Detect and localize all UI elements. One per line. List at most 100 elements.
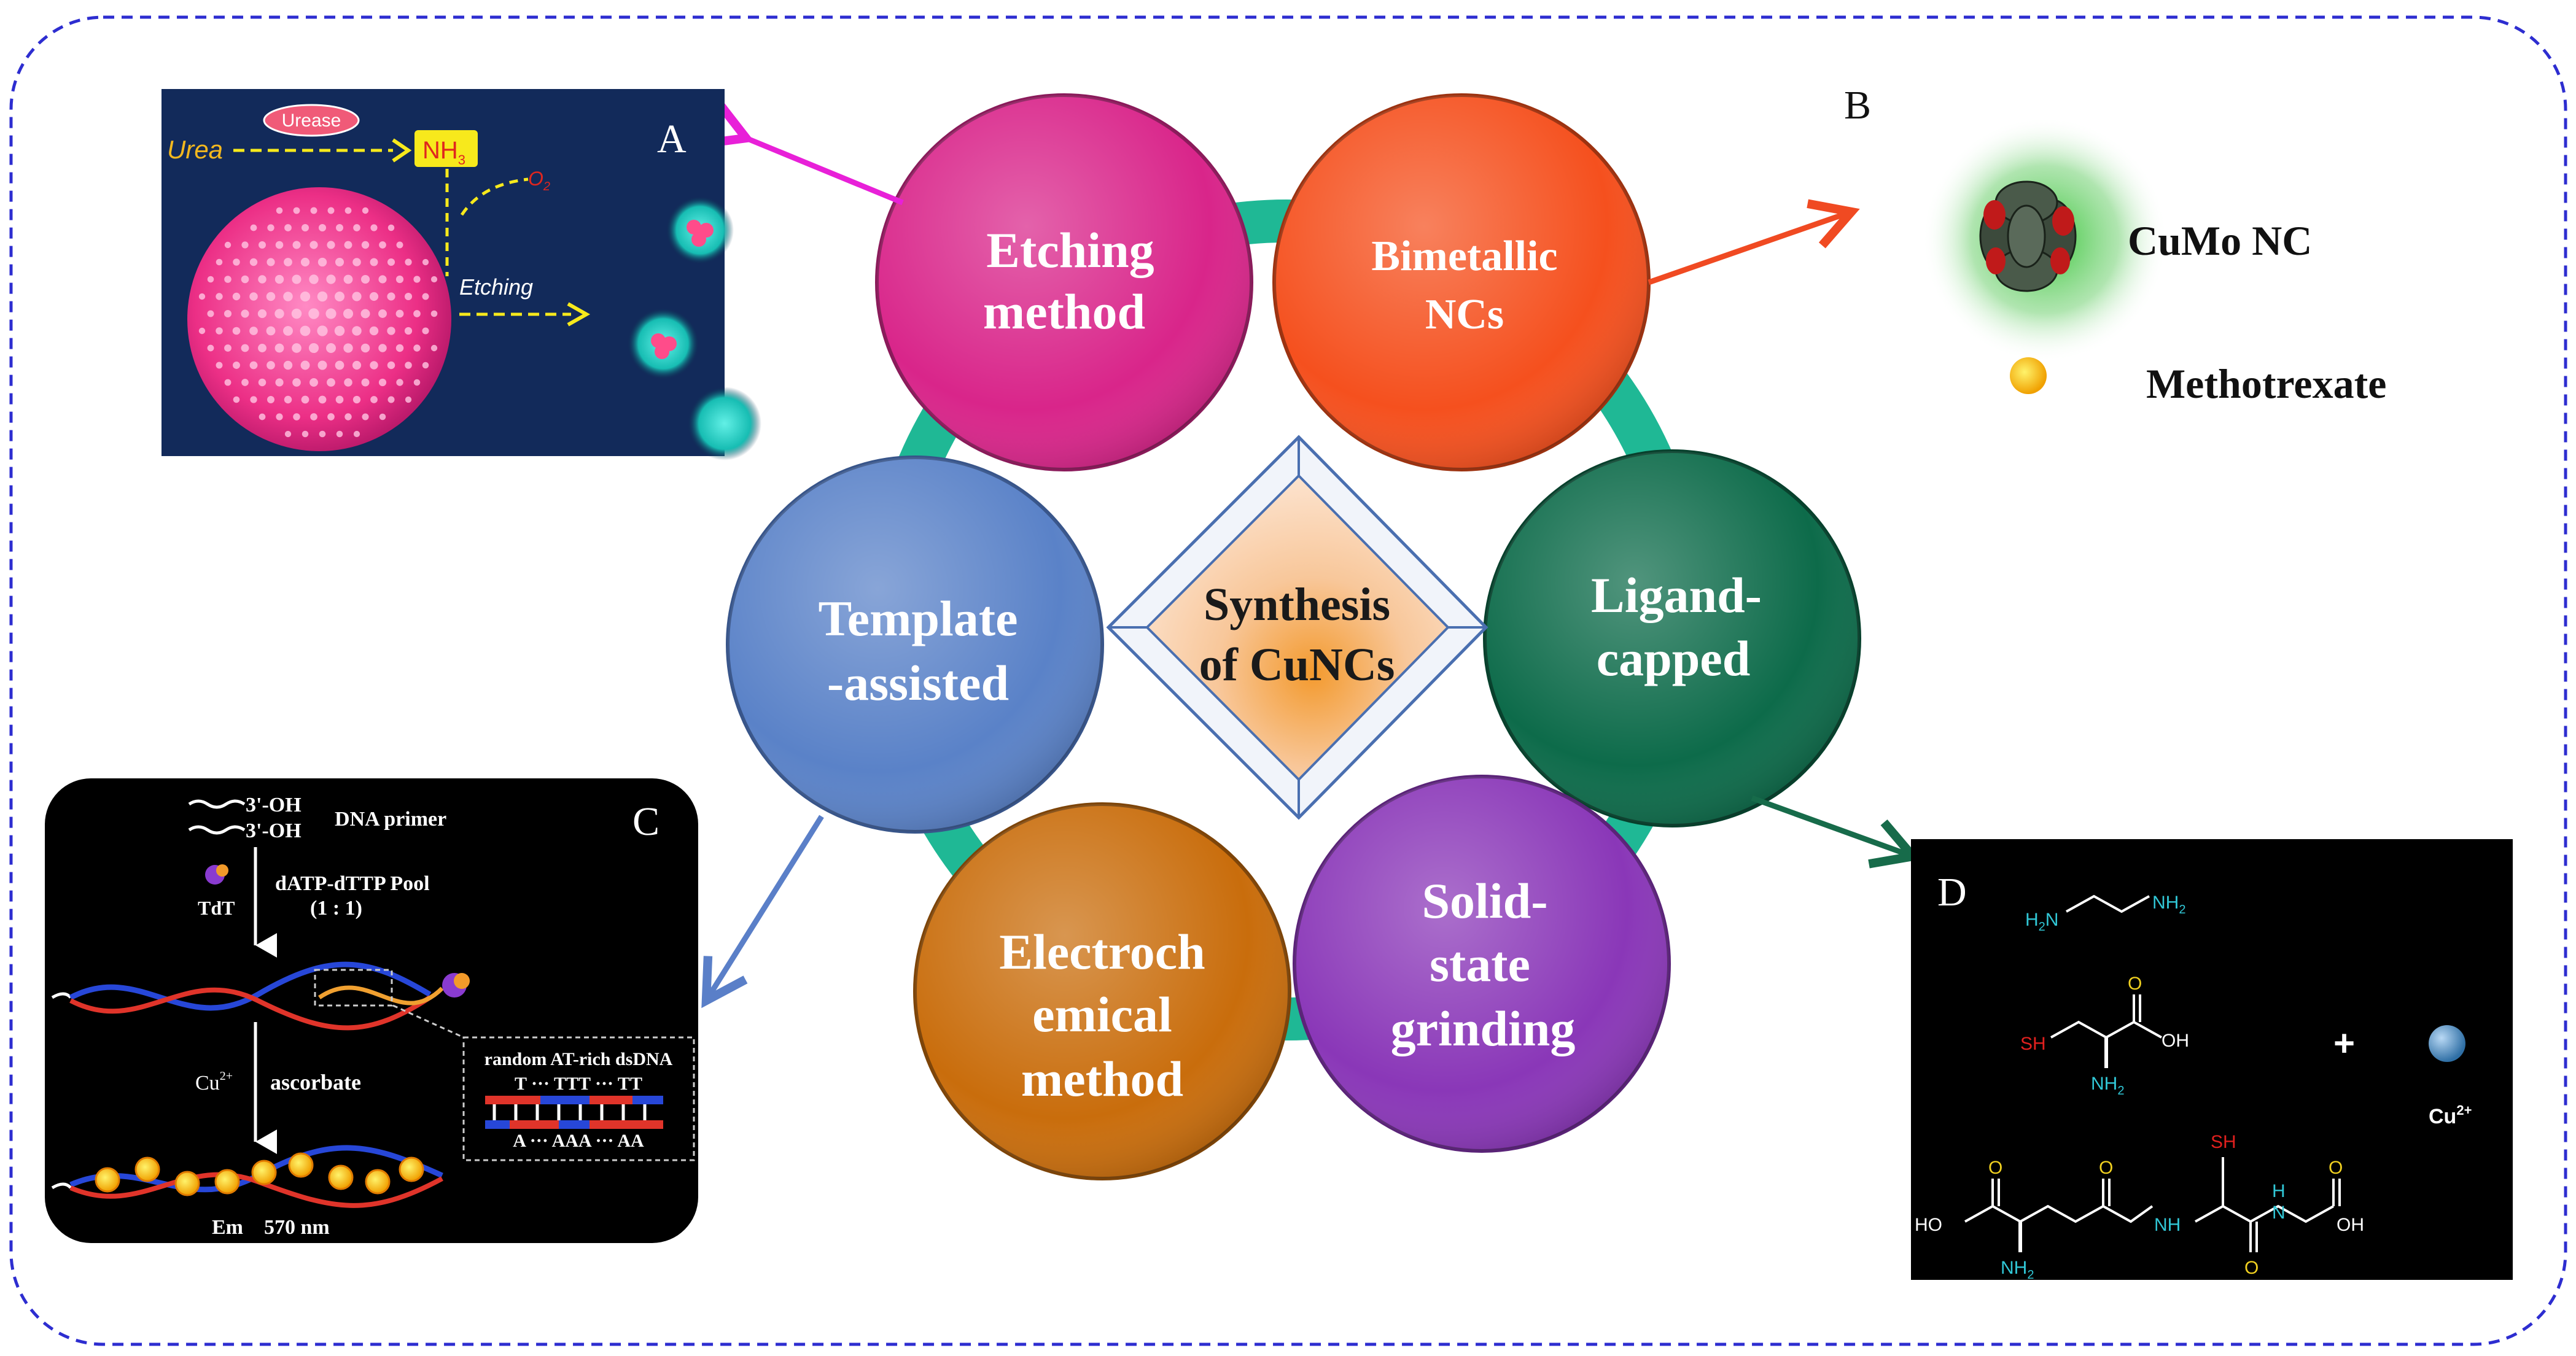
sphere-dot — [336, 430, 343, 438]
seq-bottom-label: A ··· AAA ··· AA — [513, 1131, 644, 1151]
sphere-dot — [259, 413, 266, 420]
sphere-dot — [300, 325, 311, 336]
sphere-dot — [413, 310, 421, 317]
sphere-dot — [335, 360, 344, 370]
sphere-dot — [404, 327, 413, 335]
panel-d: D H2N NH2 SH O OH NH2 + Cu2+ SH HO O O — [1911, 839, 2513, 1282]
sphere-dot — [266, 326, 276, 336]
o2-label: O2 — [528, 168, 550, 193]
h2n-label: H2N — [2025, 910, 2058, 934]
sphere-dot — [284, 258, 292, 266]
sphere-dot — [293, 207, 300, 214]
sphere-dot — [258, 378, 267, 387]
sphere-dot — [258, 275, 267, 284]
sphere-dot — [310, 207, 317, 214]
nh3-label: NH3 — [422, 137, 465, 168]
sphere-dot — [378, 344, 387, 352]
cu-label: Cu2+ — [195, 1069, 233, 1094]
sphere-dot — [198, 327, 206, 335]
sphere-dot — [369, 292, 379, 301]
o1-label: O — [1988, 1158, 2002, 1178]
sphere-dot — [224, 276, 232, 283]
cunc-particle — [174, 1171, 200, 1196]
sphere-dot — [378, 275, 387, 284]
n1-label: N — [2272, 1203, 2286, 1223]
sphere-dot — [198, 293, 206, 300]
sphere-dot — [309, 274, 319, 284]
urea-label: Urea — [167, 135, 223, 164]
seq-top-label: T ··· TTT ··· TT — [515, 1074, 642, 1094]
sphere-dot — [370, 361, 378, 370]
arrow-to-panel-b — [1648, 199, 1860, 285]
o3-label: O — [2244, 1258, 2259, 1278]
sphere-dot — [232, 292, 241, 301]
panel-a: Urease Urea NH3 O2 Etching A — [161, 89, 761, 460]
sphere-dot — [387, 361, 395, 370]
cu-ion-ball-icon — [2429, 1025, 2465, 1062]
sphere-dot — [292, 274, 302, 284]
sphere-dot — [224, 241, 232, 249]
sphere-dot — [344, 378, 352, 387]
sphere-dot — [344, 241, 352, 249]
o2-label: O — [2099, 1158, 2113, 1178]
circle-bimetallic — [1272, 93, 1651, 471]
circle-template — [726, 455, 1104, 834]
sphere-dot — [233, 362, 240, 369]
sphere-dot — [309, 241, 318, 249]
sphere-dot — [308, 308, 319, 319]
cunc-particle — [214, 1169, 240, 1195]
sphere-dot — [267, 396, 274, 403]
sphere-dot — [362, 207, 369, 214]
sphere-dot — [207, 344, 214, 352]
sphere-dot — [310, 413, 317, 420]
sphere-dot — [422, 293, 429, 300]
sphere-dot — [387, 258, 395, 266]
sphere-dot — [291, 308, 302, 319]
plus-sign: + — [2333, 1023, 2355, 1064]
cunc-particle — [328, 1164, 354, 1190]
sphere-dot — [387, 224, 395, 231]
cunc-particle — [288, 1152, 314, 1178]
sphere-dot — [274, 309, 284, 319]
sphere-dot — [422, 258, 429, 266]
sphere-dot — [232, 327, 241, 335]
sphere-dot — [317, 291, 328, 302]
sphere-dot — [361, 241, 370, 249]
sphere-dot — [284, 430, 292, 438]
sphere-dot — [395, 344, 404, 352]
sphere-dot — [284, 395, 292, 404]
sphere-dot — [249, 327, 258, 335]
tdt-label: TdT — [198, 897, 235, 919]
etching-label: Etching — [459, 274, 533, 300]
panel-c-letter: C — [632, 799, 660, 844]
sphere-dot — [216, 293, 223, 300]
sphere-dot — [343, 274, 353, 284]
sphere-dot — [275, 378, 284, 387]
methotrexate-ball-icon — [2010, 357, 2047, 394]
sphere-dot — [292, 241, 301, 249]
cunc-particle — [399, 1156, 424, 1182]
sphere-dot — [430, 276, 438, 283]
sphere-dot — [302, 430, 309, 438]
sphere-dot — [267, 258, 275, 266]
sphere-dot — [369, 326, 379, 336]
sphere-dot — [267, 361, 275, 370]
sphere-dot — [319, 430, 326, 438]
sphere-dot — [370, 258, 378, 266]
sphere-dot — [274, 343, 284, 353]
sphere-dot — [405, 396, 412, 403]
sphere-dot — [422, 362, 429, 369]
sphere-dot — [233, 396, 240, 403]
sphere-dot — [207, 310, 214, 317]
sphere-dot — [317, 325, 328, 336]
sphere-dot — [327, 241, 335, 249]
cunc-particles — [95, 1152, 424, 1196]
circle-electro — [913, 802, 1291, 1180]
sh2-label: SH — [2211, 1132, 2236, 1152]
sphere-dot — [335, 257, 344, 267]
sphere-dot — [241, 241, 249, 249]
